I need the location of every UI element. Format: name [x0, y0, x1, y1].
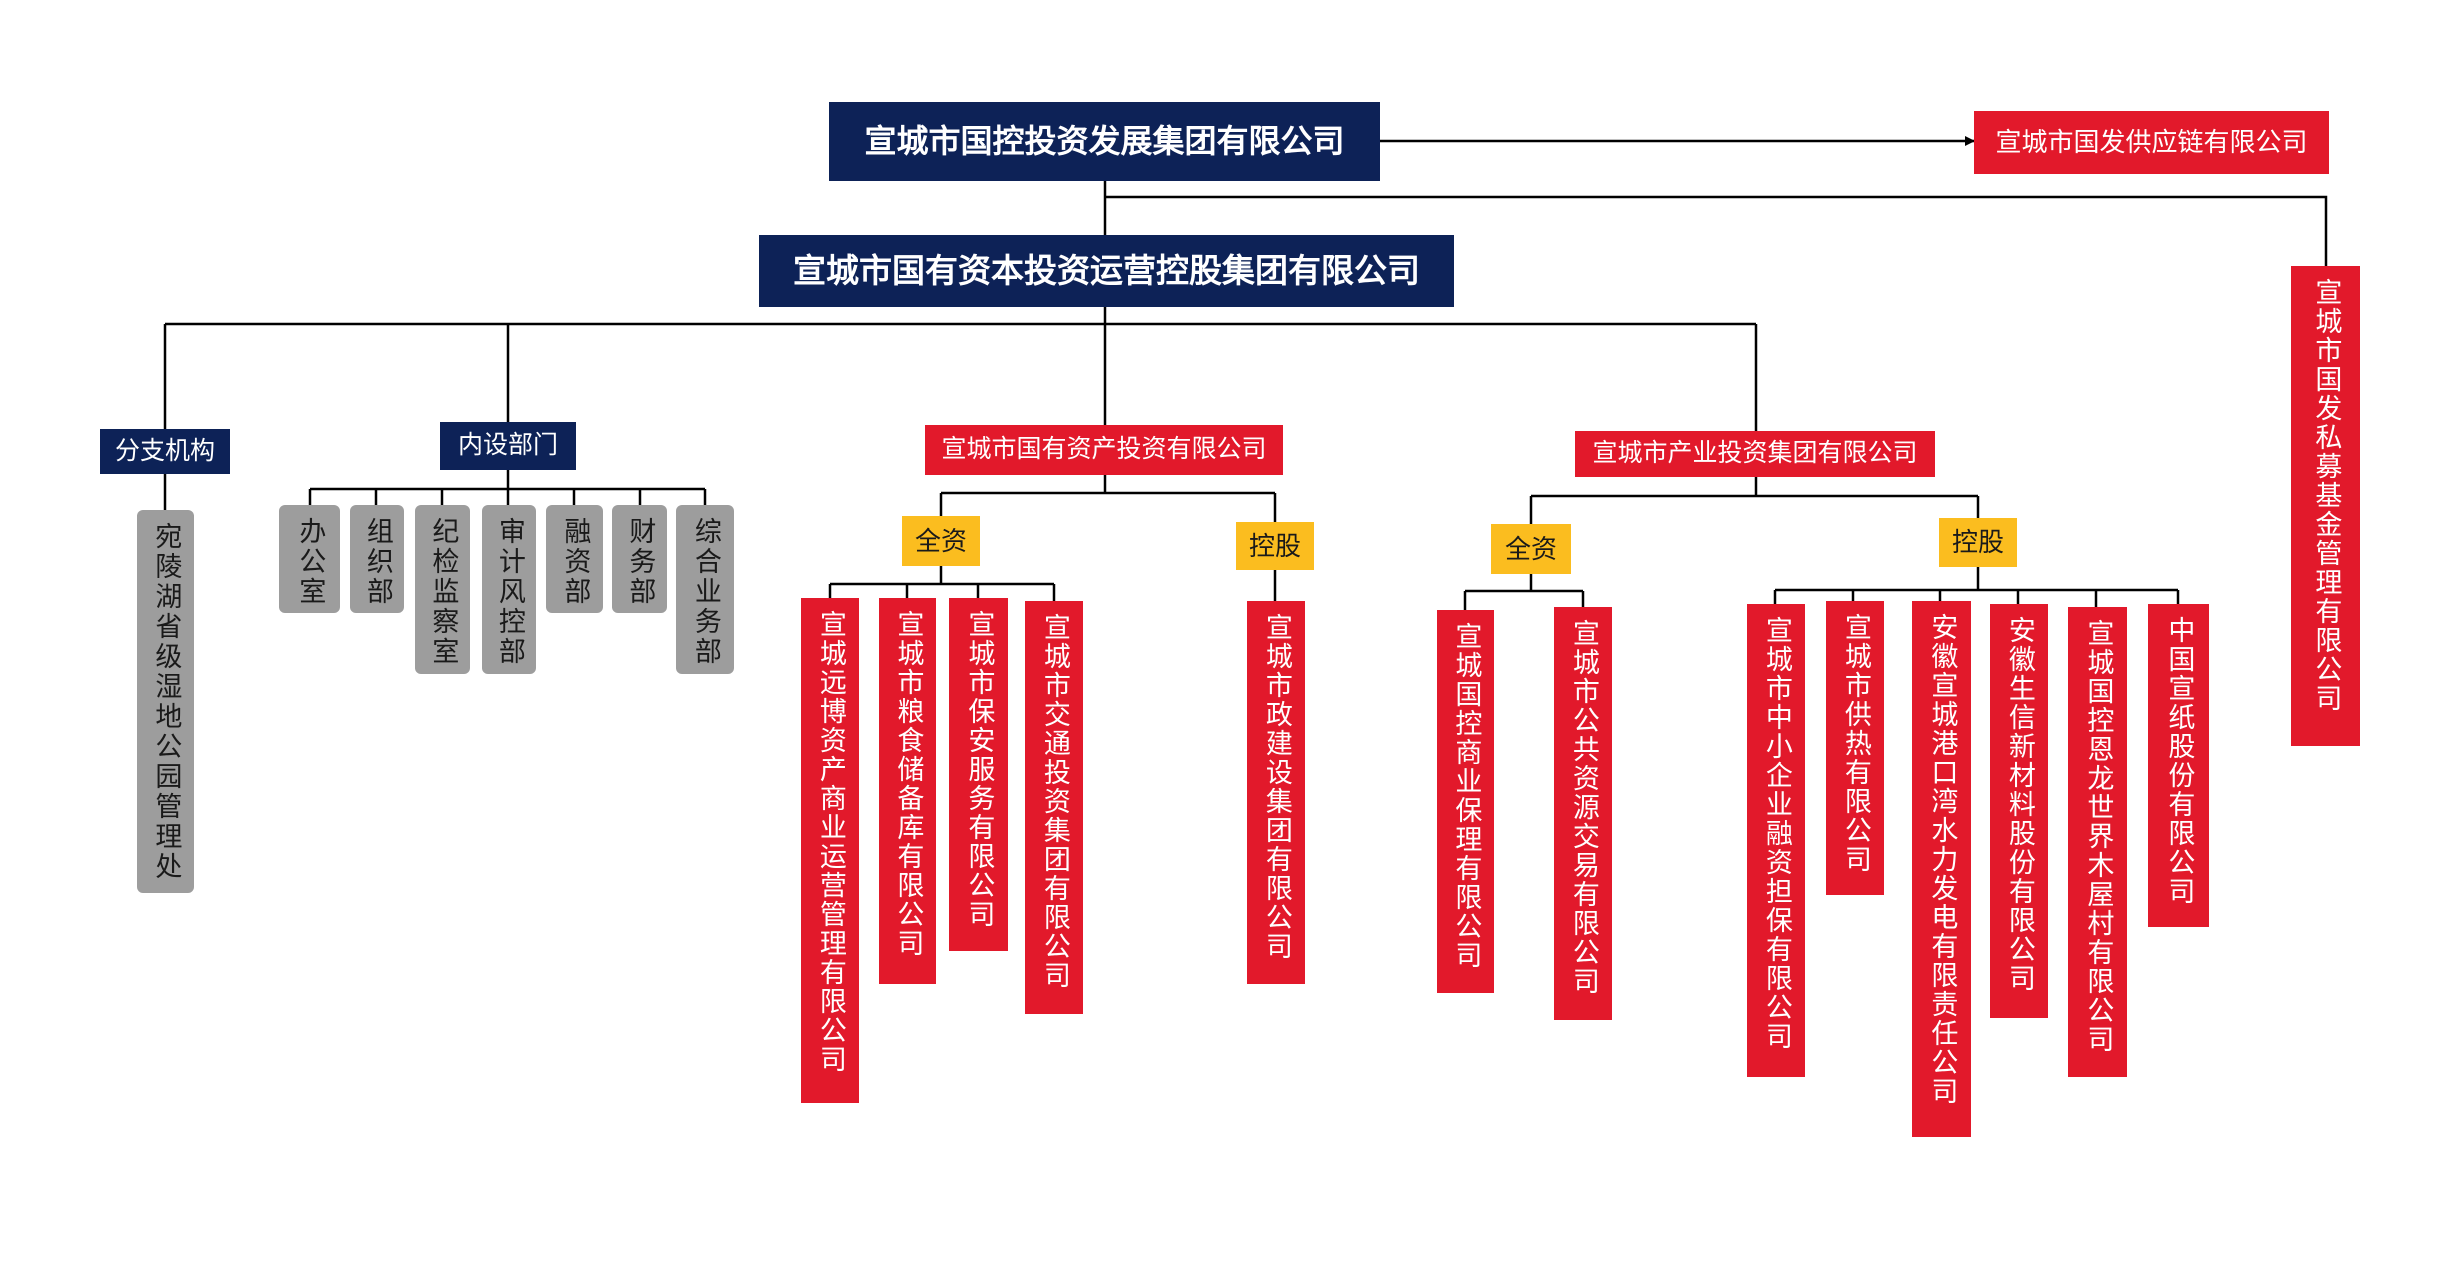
- dept-organization: 组织部: [350, 505, 404, 613]
- industry-holding-company: 宣城市供热有限公司: [1826, 601, 1884, 895]
- private-fund-box: 宣城市国发私募基金管理有限公司: [2291, 266, 2360, 746]
- dept-name: 融资部: [560, 517, 591, 607]
- company-name: 宣城市公共资源交易有限公司: [1568, 619, 1599, 996]
- dept-name: 组织部: [362, 517, 393, 607]
- industry-holding-company: 安徽宣城港口湾水力发电有限责任公司: [1912, 601, 1971, 1137]
- dept-financing: 融资部: [546, 505, 603, 613]
- supply-chain-name: 宣城市国发供应链有限公司: [1995, 127, 2308, 158]
- company-name: 宣城市粮食储备库有限公司: [893, 610, 924, 958]
- branch-label: 分支机构: [114, 436, 215, 465]
- asset-wholly-company: 宣城市交通投资集团有限公司: [1025, 601, 1083, 1014]
- asset-holding-label-box: 控股: [1236, 522, 1314, 570]
- asset-holding-company: 宣城市政建设集团有限公司: [1247, 601, 1305, 984]
- branch-item: 宛陵湖省级湿地公园管理处: [137, 510, 194, 893]
- group-company-box: 宣城市国控投资发展集团有限公司: [829, 102, 1380, 181]
- asset-investment-box: 宣城市国有资产投资有限公司: [925, 425, 1283, 475]
- industry-investment-box: 宣城市产业投资集团有限公司: [1575, 431, 1935, 477]
- industry-wholly-company: 宣城国控商业保理有限公司: [1437, 610, 1494, 993]
- asset-investment-name: 宣城市国有资产投资有限公司: [941, 435, 1267, 464]
- group-company-name: 宣城市国控投资发展集团有限公司: [864, 122, 1345, 159]
- supply-chain-box: 宣城市国发供应链有限公司: [1974, 111, 2329, 174]
- industry-holding-company: 宣城国控恩龙世界木屋村有限公司: [2068, 607, 2127, 1077]
- industry-wholly-label: 全资: [1504, 533, 1557, 564]
- industry-holding-company: 中国宣纸股份有限公司: [2148, 604, 2209, 927]
- asset-wholly-company: 宣城市粮食储备库有限公司: [879, 598, 936, 984]
- asset-wholly-company: 宣城市保安服务有限公司: [949, 598, 1008, 951]
- internal-dept-label-box: 内设部门: [440, 422, 576, 470]
- company-name: 宣城市供热有限公司: [1840, 613, 1871, 874]
- dept-discipline: 纪检监察室: [415, 505, 470, 674]
- line-to-private-fund: [1105, 195, 2328, 266]
- dept-name: 审计风控部: [494, 517, 525, 667]
- company-name: 宣城远博资产商业运营管理有限公司: [815, 610, 846, 1074]
- dept-name: 办公室: [295, 517, 326, 607]
- asset-wholly-company: 宣城远博资产商业运营管理有限公司: [801, 598, 859, 1103]
- company-name: 宣城国控商业保理有限公司: [1451, 622, 1482, 970]
- internal-dept-label: 内设部门: [457, 431, 558, 460]
- asset-holding-label: 控股: [1248, 530, 1301, 561]
- capital-group-name: 宣城市国有资本投资运营控股集团有限公司: [793, 251, 1420, 289]
- industry-holding-company: 宣城市中小企业融资担保有限公司: [1747, 604, 1805, 1077]
- company-name: 中国宣纸股份有限公司: [2164, 616, 2195, 906]
- industry-investment-name: 宣城市产业投资集团有限公司: [1592, 439, 1918, 468]
- company-name: 宣城市交通投资集团有限公司: [1039, 613, 1070, 990]
- dept-name: 综合业务部: [690, 517, 721, 667]
- company-name: 宣城市保安服务有限公司: [964, 610, 995, 929]
- branch-label-box: 分支机构: [100, 429, 230, 474]
- branch-item-name: 宛陵湖省级湿地公园管理处: [151, 522, 182, 882]
- company-name: 安徽宣城港口湾水力发电有限责任公司: [1927, 613, 1958, 1106]
- dept-finance: 财务部: [612, 505, 667, 613]
- dept-office: 办公室: [279, 505, 340, 613]
- company-name: 宣城市中小企业融资担保有限公司: [1761, 616, 1792, 1051]
- company-name: 宣城市政建设集团有限公司: [1261, 613, 1292, 961]
- industry-wholly-label-box: 全资: [1491, 524, 1571, 574]
- company-name: 安徽生信新材料股份有限公司: [2004, 616, 2035, 993]
- industry-holding-label: 控股: [1951, 527, 2004, 558]
- private-fund-name: 宣城市国发私募基金管理有限公司: [2311, 278, 2342, 713]
- dept-name: 纪检监察室: [428, 517, 459, 667]
- dept-name: 财务部: [625, 517, 656, 607]
- industry-holding-label-box: 控股: [1939, 518, 2017, 567]
- asset-wholly-label: 全资: [914, 525, 967, 556]
- company-name: 宣城国控恩龙世界木屋村有限公司: [2083, 619, 2114, 1054]
- industry-holding-company: 安徽生信新材料股份有限公司: [1990, 604, 2048, 1018]
- asset-wholly-label-box: 全资: [902, 516, 980, 566]
- dept-audit-risk: 审计风控部: [482, 505, 536, 674]
- capital-group-box: 宣城市国有资本投资运营控股集团有限公司: [759, 235, 1454, 307]
- dept-general-business: 综合业务部: [676, 505, 734, 674]
- industry-wholly-company: 宣城市公共资源交易有限公司: [1554, 607, 1612, 1020]
